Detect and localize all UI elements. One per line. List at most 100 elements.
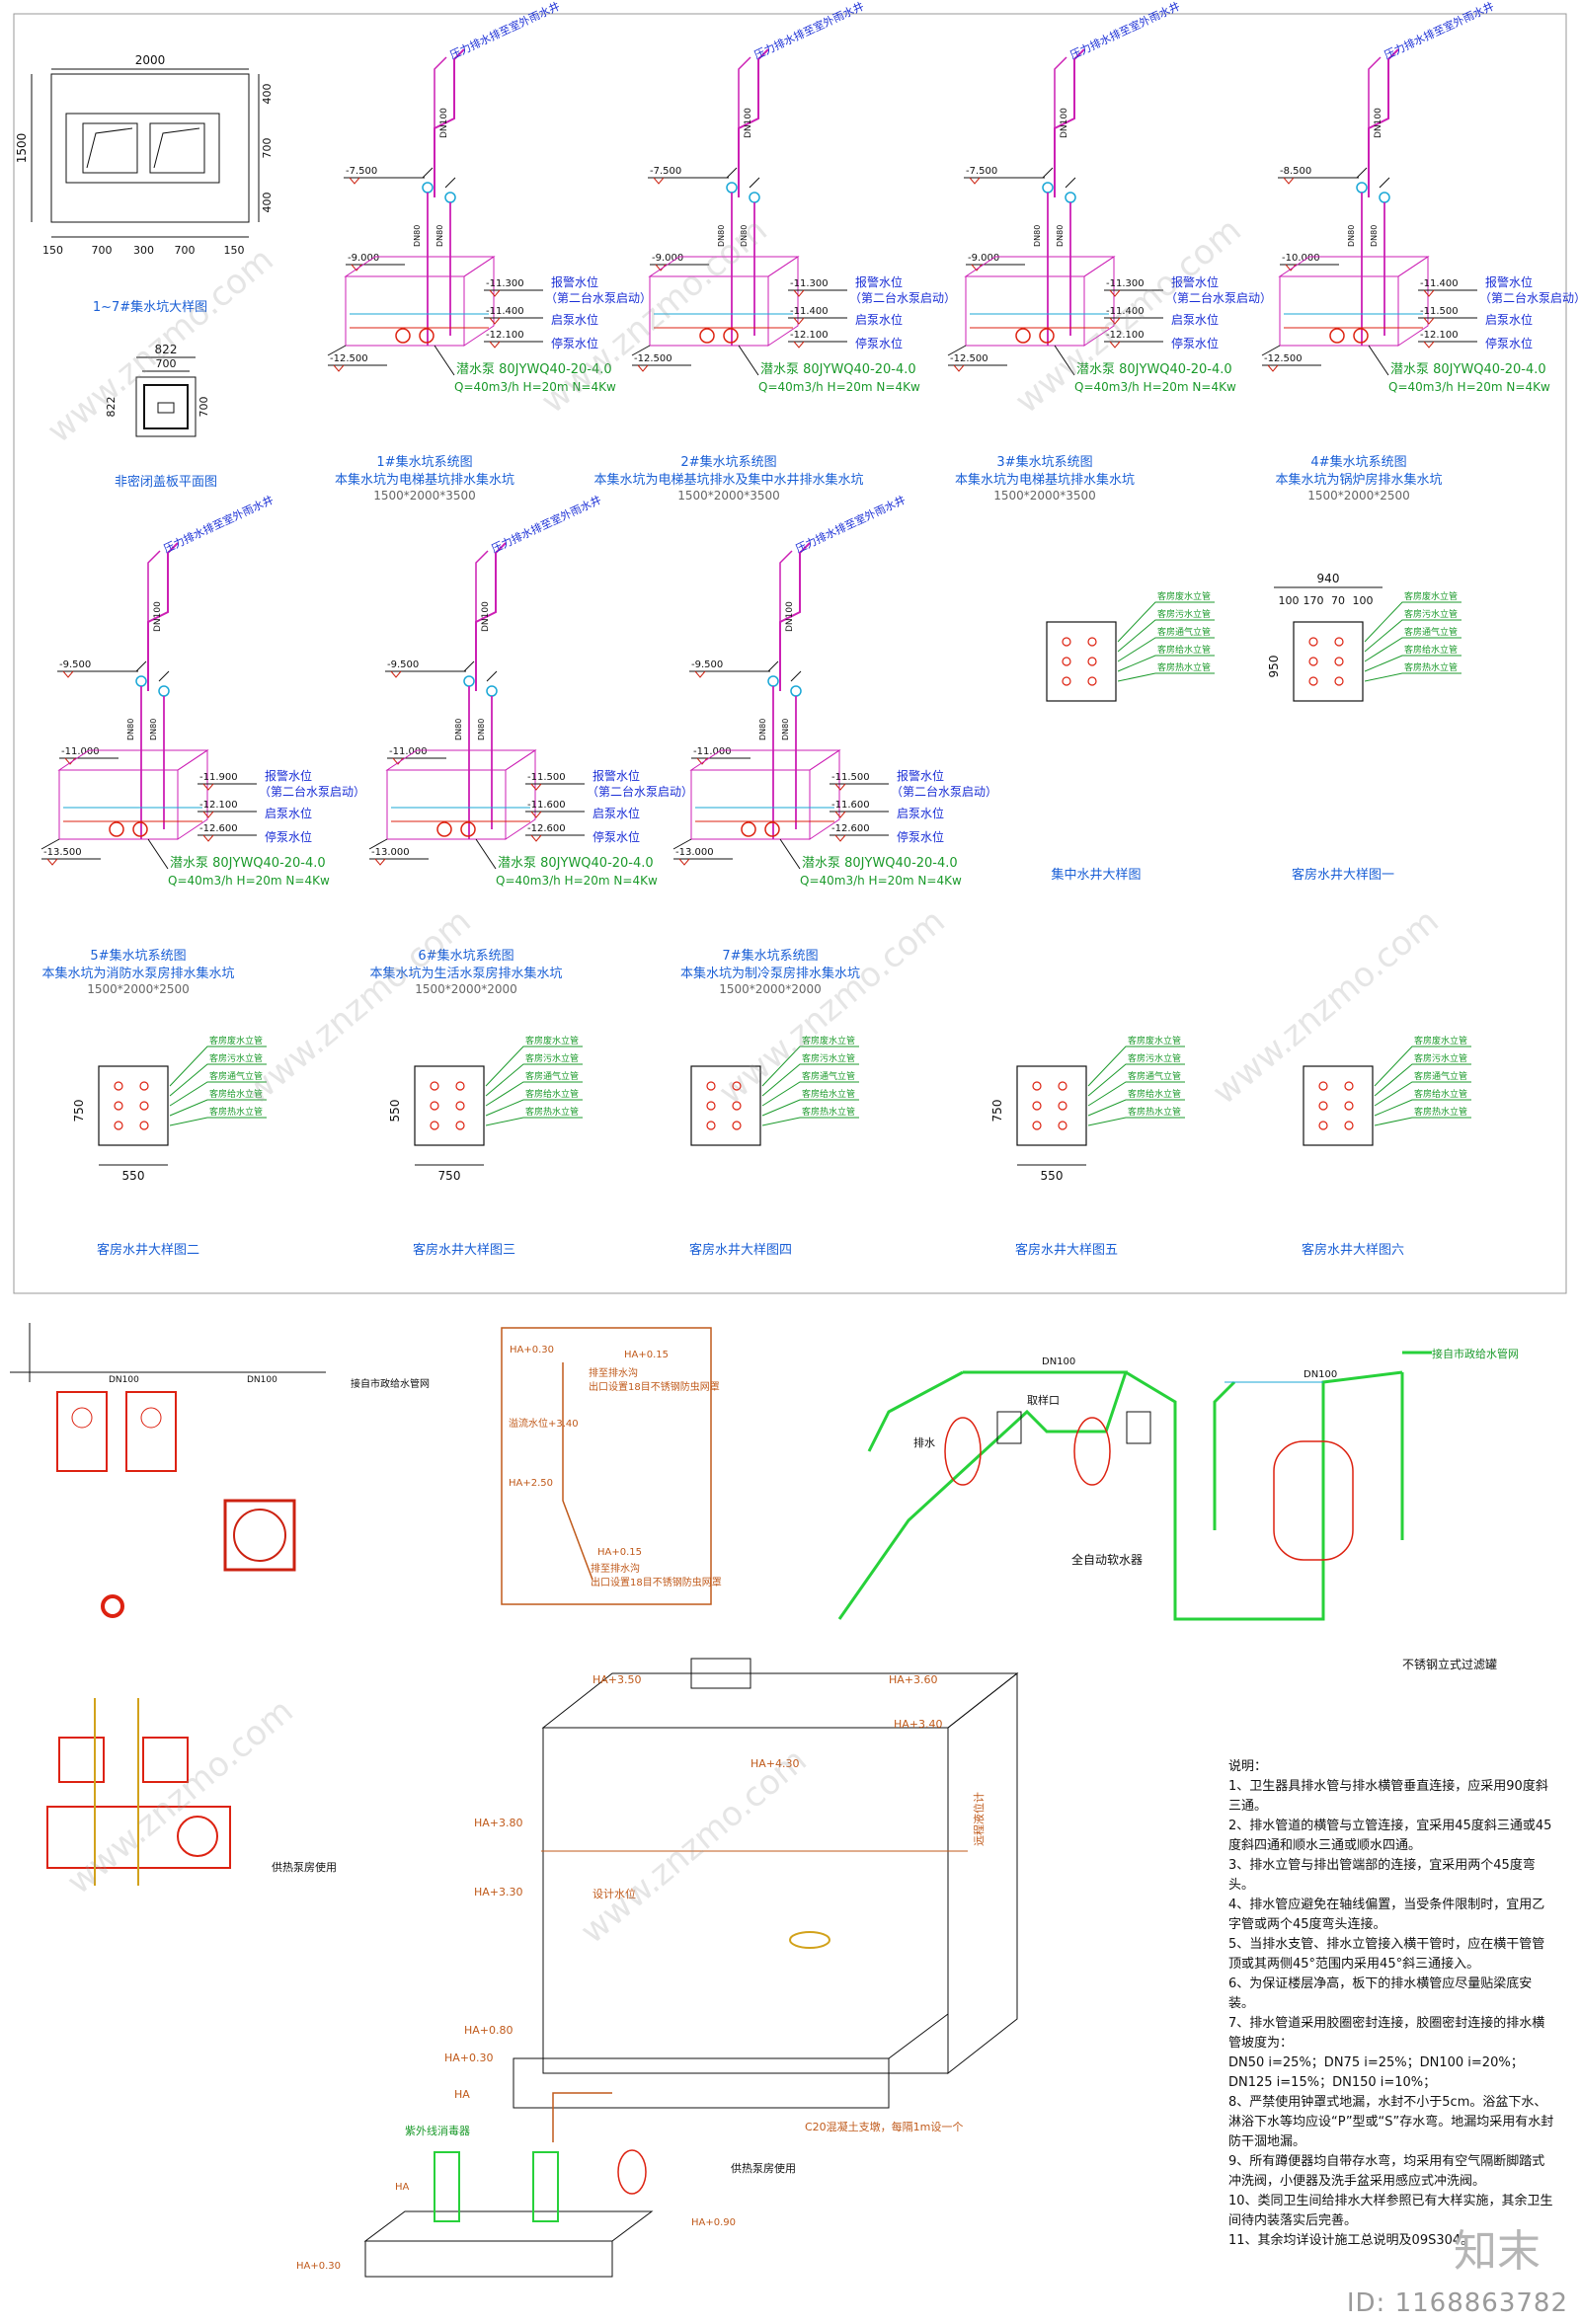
pump-motor-icon (177, 1816, 218, 1857)
level-mark-icon (953, 364, 965, 372)
leader-line (1117, 672, 1215, 682)
riser-label: 客房废水立管 (1414, 1035, 1467, 1046)
discharge-pipe (475, 542, 507, 691)
notes-line: 7、排水管道采用胶圈密封连接，胶圈密封连接的排水横管坡度为： (1228, 2016, 1545, 2051)
leader-line (169, 1063, 267, 1097)
brine-tank-icon (1126, 1411, 1151, 1444)
pump-leader (779, 838, 801, 870)
supply-label: 供热泵房使用 (731, 2161, 796, 2175)
alarm-sub-label: （第二台水泵启动） (849, 290, 956, 305)
dim-bottom: 700 (175, 244, 196, 257)
pit-side-face (767, 256, 799, 347)
pit-front-face (58, 769, 179, 840)
stop-level: -12.100 (1420, 330, 1459, 341)
submersible-pump-icon (419, 328, 434, 344)
riser-label: 客房废水立管 (802, 1035, 855, 1046)
level-mark-icon (530, 811, 542, 818)
leader-line (1364, 601, 1462, 643)
riser-pipe-icon (1062, 637, 1071, 647)
pump-icon (532, 2151, 559, 2222)
pipe-size-label: DN100 (247, 1375, 277, 1385)
pit-top-level: -10.000 (1282, 253, 1320, 264)
pit-title: 5#集水坑系统图 (90, 948, 186, 964)
level-mark-icon (834, 811, 846, 818)
pit-size: 1500*2000*2500 (87, 982, 190, 996)
pit-desc: 本集水坑为锅炉房排水集水坑 (1275, 472, 1442, 488)
level-mark-icon (333, 364, 345, 372)
level-mark-icon (694, 670, 706, 678)
pit-top-level: -11.000 (389, 746, 428, 757)
start-label: 启泵水位 (855, 312, 903, 327)
overflow-level: 溢流水位+3.40 (509, 1417, 579, 1430)
tank-level: HA+3.40 (894, 1718, 943, 1731)
leader-line (761, 1117, 859, 1126)
level-mark-icon (1283, 177, 1295, 185)
alarm-level: -11.300 (790, 278, 829, 289)
leader-line (1364, 637, 1462, 662)
notes-line: 1、卫生器具排水管与排水横管垂直连接，应采用90度斜三通。 (1228, 1779, 1548, 1814)
pipe-size-label: DN100 (1060, 108, 1069, 138)
alarm-sub-label: （第二台水泵启动） (1479, 290, 1580, 305)
check-valve-icon (422, 182, 434, 194)
riser-label: 客房污水立管 (525, 1052, 579, 1064)
gate-valve-icon (1065, 177, 1076, 189)
level-mark-icon (1423, 317, 1435, 325)
riser-pipe-icon (114, 1081, 123, 1091)
leader-line (1374, 1081, 1471, 1107)
gate-valve-icon (726, 167, 738, 179)
leader-line (169, 1117, 267, 1126)
outlet-label: 压力排水排至室外雨水井 (1382, 0, 1496, 62)
pipe-size-label: DN100 (785, 601, 795, 632)
discharge-pipe (779, 542, 811, 691)
leader-line (1374, 1046, 1471, 1087)
pipe-size-label: DN80 (1033, 225, 1042, 247)
check-valve-icon (444, 192, 456, 203)
pipe-size-label: DN80 (781, 719, 790, 740)
leader-line (169, 1081, 267, 1107)
pit-detail-title: 1~7#集水坑大样图 (93, 299, 207, 315)
check-valve-icon (135, 675, 147, 687)
check-valve-icon (1379, 192, 1390, 203)
leader-line (1117, 601, 1215, 643)
level-mark-icon (46, 858, 58, 866)
cover-outline (135, 376, 197, 437)
riser-pipe-icon (1334, 657, 1344, 666)
level-mark-icon (1423, 341, 1435, 349)
riser-pipe-icon (1032, 1101, 1042, 1111)
leader-line (485, 1099, 583, 1117)
gate-valve-icon (158, 670, 170, 682)
pump-params: Q=40m3/h H=20m N=4Kw (168, 874, 330, 888)
leader-line (1364, 619, 1462, 653)
pit-desc: 本集水坑为消防水泵房排水集水坑 (41, 966, 234, 981)
riser-label: 客房热水立管 (802, 1106, 855, 1118)
gate-valve-icon (790, 670, 802, 682)
pipe-size-label: DN80 (126, 719, 135, 740)
riser-label: 客房给水立管 (802, 1088, 855, 1100)
cover-handle-icon (157, 402, 175, 414)
check-valve-icon (158, 685, 170, 697)
leader-line (1087, 1046, 1185, 1087)
riser-pipe-icon (430, 1101, 439, 1111)
pipe-size-label: DN80 (740, 225, 749, 247)
pit-top-level: -11.000 (61, 746, 100, 757)
top-level: -7.500 (650, 166, 681, 177)
gate-valve-icon (422, 167, 434, 179)
level-mark-icon (793, 289, 805, 297)
leader-line (1117, 655, 1215, 672)
level-mark-icon (678, 858, 690, 866)
pump-leader (147, 838, 169, 870)
pipe-size-label: DN100 (1042, 1356, 1075, 1367)
well-detail-3: 客房废水立管客房污水立管客房通气立管客房给水立管客房热水立管750550客房水井… (72, 1035, 267, 1258)
alarm-level: -11.400 (1420, 278, 1459, 289)
submersible-pump-icon (1015, 328, 1031, 344)
leader-line (1374, 1117, 1471, 1126)
tank-level: HA+4.30 (750, 1757, 800, 1770)
pit-bottom-level: -13.000 (371, 847, 410, 858)
pit-front-face (345, 275, 465, 347)
gate-valve-icon (135, 660, 147, 672)
riser-pipe-icon (430, 1121, 439, 1130)
